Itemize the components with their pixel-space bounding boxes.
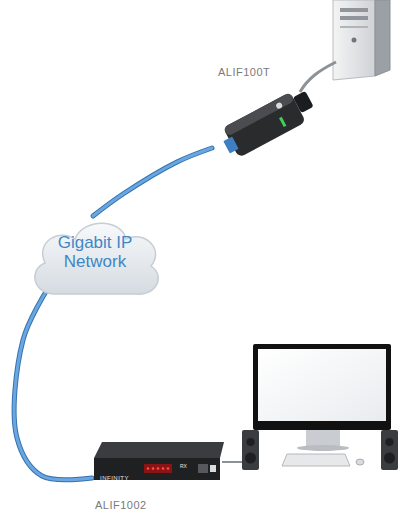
transmitter-top xyxy=(223,92,295,137)
status-led xyxy=(279,117,286,127)
speaker xyxy=(242,430,259,470)
device-label: ALIF1002 xyxy=(95,499,175,511)
port-label: RX xyxy=(180,464,194,470)
network-cloud-node: Gigabit IP Network xyxy=(25,212,165,300)
logo-mark xyxy=(210,465,216,472)
network-port xyxy=(198,464,208,473)
cable-outline xyxy=(14,290,92,480)
keyboard xyxy=(282,454,350,466)
speaker xyxy=(381,430,398,470)
transmitter-body xyxy=(223,92,306,158)
network-port xyxy=(223,136,238,153)
monitor xyxy=(253,344,391,451)
logo-mark xyxy=(275,102,283,110)
network-cloud xyxy=(35,223,158,294)
transmitter-unit: ALIF100T xyxy=(212,62,316,162)
indicator-led xyxy=(152,467,155,470)
indicator-led xyxy=(167,467,170,470)
indicator-led xyxy=(162,467,165,470)
mouse xyxy=(356,459,364,465)
network-label: Gigabit IP Network xyxy=(47,234,143,271)
video-cable xyxy=(222,461,242,463)
receiver-unit: ALIF1002 INFINITY RX xyxy=(92,436,224,514)
indicator-led xyxy=(147,467,150,470)
brand-label: INFINITY xyxy=(100,475,140,482)
network-cable xyxy=(93,148,212,216)
receiver-top xyxy=(94,442,224,458)
indicator-led xyxy=(157,467,160,470)
cable-outline xyxy=(93,148,212,216)
video-connector xyxy=(293,91,314,113)
computer-tower xyxy=(333,0,390,80)
video-cable xyxy=(300,62,336,92)
network-cable xyxy=(14,290,92,480)
device-label: ALIF100T xyxy=(218,66,298,78)
led-display xyxy=(144,464,172,473)
